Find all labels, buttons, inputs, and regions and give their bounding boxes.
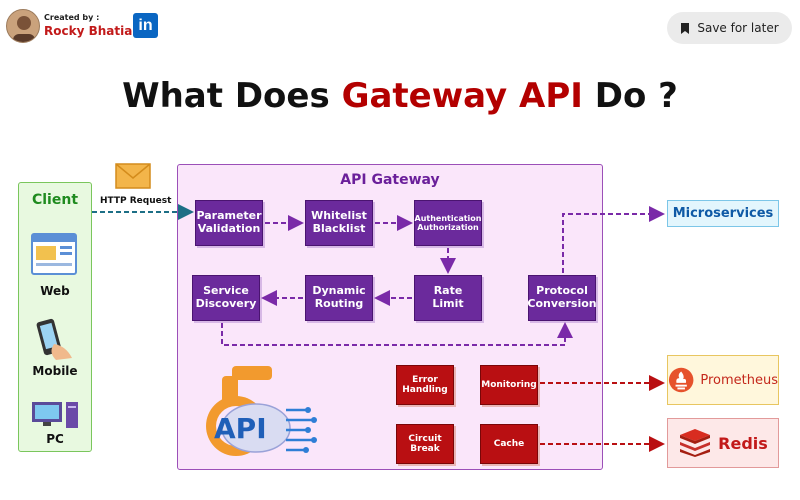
client-title: Client [31, 192, 79, 208]
monitoring-box: Monitoring [480, 365, 538, 405]
rate-limit-box: Rate Limit [414, 275, 482, 321]
client-item-mobile: Mobile [32, 364, 78, 378]
bookmark-icon [681, 22, 690, 34]
author-avatar [6, 9, 40, 43]
http-request-label: HTTP Request [100, 196, 172, 206]
whitelist-blacklist-box: Whitelist Blacklist [305, 200, 373, 246]
linkedin-icon[interactable]: in [133, 13, 158, 38]
prometheus-box: Prometheus [667, 355, 779, 405]
title-suffix: Do ? [582, 76, 678, 116]
protocol-conversion-box: Protocol Conversion [527, 275, 597, 321]
authentication-authorization-box: Authentication Authorization [414, 200, 482, 246]
error-handling-box: Error Handling [396, 365, 454, 405]
prometheus-label: Prometheus [700, 372, 778, 388]
desktop-computer-icon [32, 402, 78, 428]
arrow-discovery-to-protocol [221, 322, 573, 346]
api-gateway-title: API Gateway [340, 172, 440, 188]
service-discovery-box: Service Discovery [192, 275, 260, 321]
save-for-later-label: Save for later [697, 21, 779, 35]
arrow-protocol-to-microservices [562, 206, 665, 273]
parameter-validation-box: Parameter Validation [195, 200, 263, 246]
cache-box: Cache [480, 424, 538, 464]
client-item-web: Web [40, 284, 70, 298]
api-gateway-logo: API [194, 362, 324, 462]
prometheus-flame-icon [668, 367, 694, 393]
created-by-label: Created by : [44, 13, 100, 22]
envelope-icon [115, 163, 151, 189]
web-browser-icon [31, 233, 77, 275]
mobile-phone-icon [36, 318, 72, 360]
author-name: Rocky Bhatia [44, 24, 133, 38]
title-highlight: Gateway API [341, 76, 583, 116]
microservices-box: Microservices [667, 200, 779, 227]
client-item-pc: PC [46, 432, 64, 446]
redis-label: Redis [718, 433, 768, 453]
save-for-later-button[interactable]: Save for later [667, 12, 792, 44]
redis-stack-icon [680, 429, 711, 457]
page-title: What Does Gateway API Do ? [0, 76, 800, 116]
dynamic-routing-box: Dynamic Routing [305, 275, 373, 321]
title-prefix: What Does [122, 76, 342, 116]
redis-box: Redis [667, 418, 779, 468]
circuit-break-box: Circuit Break [396, 424, 454, 464]
api-logo-text: API [214, 412, 267, 445]
